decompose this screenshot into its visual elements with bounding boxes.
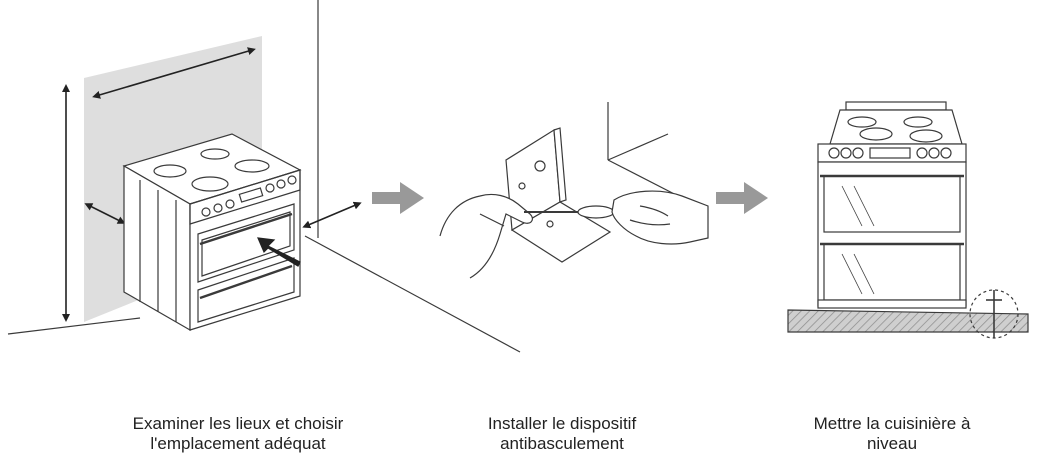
right-clearance-arrow — [302, 201, 362, 229]
hatched-floor — [787, 309, 1029, 333]
caption-step2-line2: antibasculement — [500, 434, 624, 453]
caption-step2-line1: Installer le dispositif — [487, 414, 637, 433]
left-clearance-arrow — [84, 203, 126, 224]
caption-step3-line2: niveau — [866, 434, 918, 453]
step-arrow-2 — [716, 182, 768, 214]
left-hand — [439, 193, 534, 279]
caption-step3-line1: Mettre la cuisinière à — [813, 414, 971, 433]
pointer-arrow — [257, 237, 301, 267]
caption-step1: Examiner les lieux et choisir l'emplacem… — [108, 414, 368, 454]
caption-step1-line1: Examiner les lieux et choisir — [132, 414, 344, 433]
right-hand — [611, 190, 709, 245]
step3-illustration — [787, 101, 1029, 339]
caption-step3: Mettre la cuisinière à niveau — [762, 414, 1022, 454]
caption-step1-line2: l'emplacement adéquat — [150, 434, 326, 453]
step-arrow-1 — [372, 182, 424, 214]
step2-illustration — [439, 102, 709, 279]
step1-illustration — [7, 0, 521, 353]
caption-step2: Installer le dispositif antibasculement — [432, 414, 692, 454]
width-arrow — [92, 47, 256, 99]
